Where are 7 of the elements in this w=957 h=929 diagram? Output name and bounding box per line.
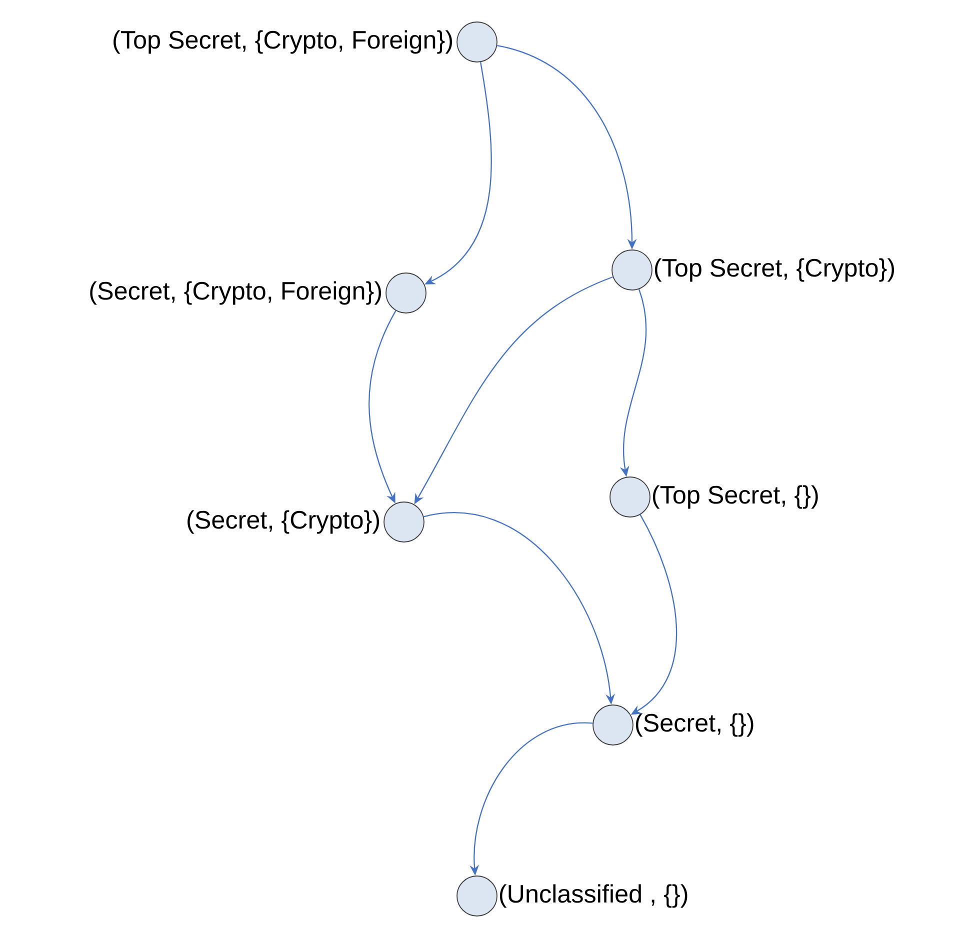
node-label: (Top Secret, {Crypto}) [654,258,894,282]
node-label: (Secret, {}) [636,713,754,737]
node-label: (Top Secret, {Crypto, Foreign}) [114,30,452,54]
node-label: (Top Secret, {}) [652,485,818,509]
node-label: (Secret, {Crypto}) [188,510,380,534]
node-label: (Secret, {Crypto, Foreign}) [90,281,381,305]
node-label: (Unclassified , {}) [500,884,688,908]
